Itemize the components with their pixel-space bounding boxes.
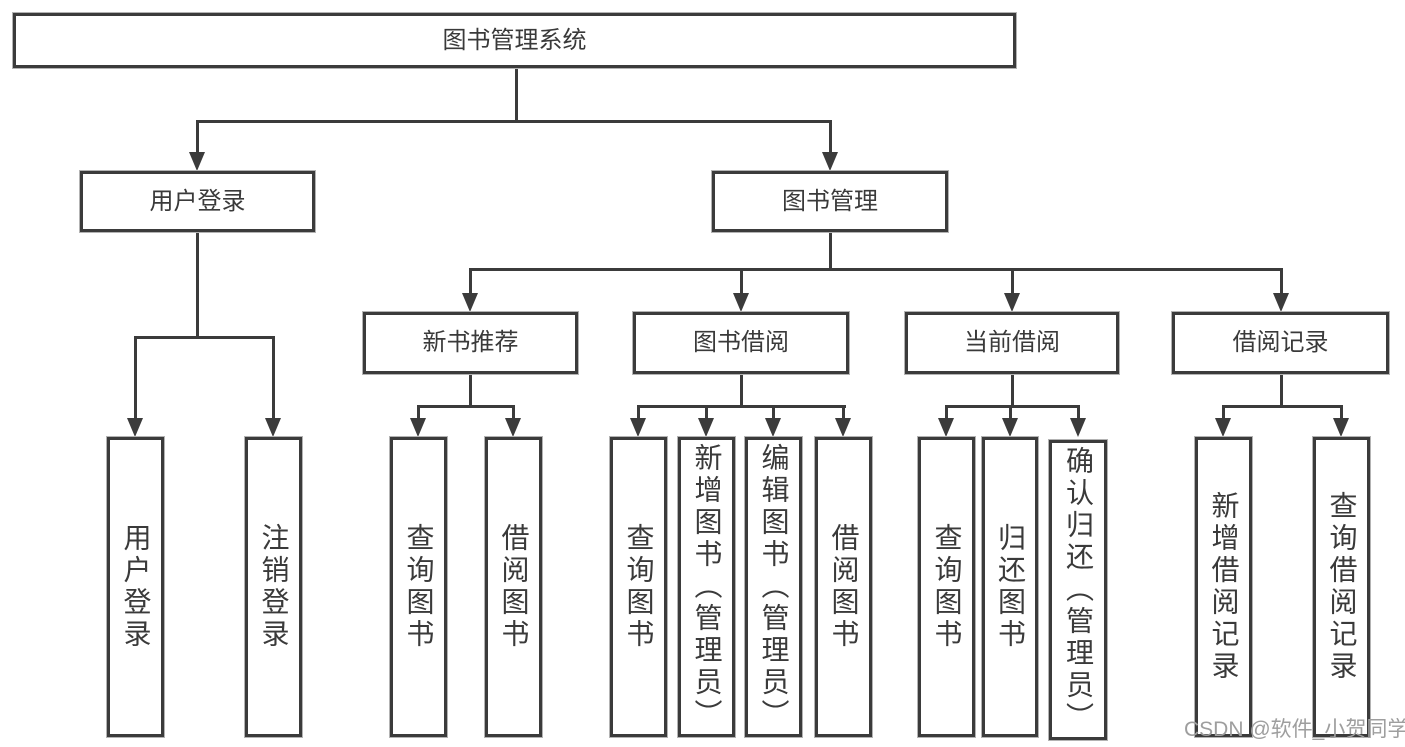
leaf-nb-borrow-book: 借阅图书 (484, 436, 543, 738)
node-current-borrow: 当前借阅 (904, 311, 1120, 375)
arrow-nb-query-icon (410, 418, 426, 437)
connector-nb-stem (469, 374, 472, 408)
node-borrow-records: 借阅记录 (1171, 311, 1390, 375)
connector-drop-br-query (1340, 405, 1343, 421)
connector-drop-nb-borrow (512, 405, 515, 421)
connector-drop-new-book (469, 268, 472, 296)
connector-user-login-stem (196, 232, 199, 336)
connector-br-stem (1280, 374, 1283, 408)
arrow-bb-borrow-icon (835, 418, 851, 437)
arrow-br-add-icon (1215, 418, 1231, 437)
arrow-ul-logout-icon (265, 418, 281, 437)
connector-bb-stem (740, 374, 743, 408)
connector-drop-current-borrow (1011, 268, 1014, 296)
connector-drop-br-add (1222, 405, 1225, 421)
connector-level1-bar (196, 120, 832, 123)
arrow-cb-return-icon (1002, 418, 1018, 437)
connector-drop-bb-edit (772, 405, 775, 421)
arrow-user-login-icon (189, 152, 205, 171)
connector-drop-cb-confirm (1077, 405, 1080, 421)
connector-drop-book-borrow (740, 268, 743, 296)
leaf-bb-add-book-admin: 新增图书（管理员） (677, 436, 736, 738)
connector-drop-book-mgmt (829, 120, 832, 154)
leaf-nb-query-book: 查询图书 (389, 436, 448, 738)
connector-drop-bb-query (637, 405, 640, 421)
node-book-borrow: 图书借阅 (632, 311, 850, 375)
connector-cb-bar (945, 405, 1080, 408)
arrow-new-book-icon (462, 293, 478, 312)
arrow-cb-query-icon (938, 418, 954, 437)
connector-br-bar (1222, 405, 1343, 408)
connector-bb-bar (637, 405, 846, 408)
arrow-nb-borrow-icon (505, 418, 521, 437)
connector-nb-bar (417, 405, 515, 408)
connector-drop-borrow-records (1280, 268, 1283, 296)
connector-drop-cb-query (945, 405, 948, 421)
connector-book-mgmt-stem (829, 232, 832, 268)
leaf-user-login: 用户登录 (106, 436, 165, 738)
node-new-book-recommend: 新书推荐 (362, 311, 579, 375)
arrow-bb-edit-icon (765, 418, 781, 437)
arrow-current-borrow-icon (1004, 293, 1020, 312)
arrow-ul-login-icon (127, 418, 143, 437)
leaf-cb-return-book: 归还图书 (981, 436, 1039, 738)
arrow-bb-query-icon (630, 418, 646, 437)
connector-drop-cb-return (1009, 405, 1012, 421)
arrow-borrow-records-icon (1273, 293, 1289, 312)
node-user-login: 用户登录 (79, 170, 316, 233)
leaf-bb-edit-book-admin: 编辑图书（管理员） (744, 436, 803, 738)
connector-level3-bar (469, 268, 1283, 271)
leaf-br-query-record: 查询借阅记录 (1312, 436, 1371, 738)
connector-drop-bb-add (705, 405, 708, 421)
connector-drop-nb-query (417, 405, 420, 421)
arrow-bb-add-icon (698, 418, 714, 437)
connector-drop-user-login (196, 120, 199, 154)
leaf-bb-borrow-book: 借阅图书 (814, 436, 873, 738)
arrow-book-borrow-icon (733, 293, 749, 312)
node-book-management: 图书管理 (711, 170, 949, 233)
node-book-management-system: 图书管理系统 (12, 12, 1017, 69)
connector-drop-ul-login (134, 336, 137, 419)
leaf-cb-confirm-return-admin: 确认归还（管理员） (1048, 439, 1108, 741)
connector-root-stem (515, 68, 518, 120)
leaf-br-add-record: 新增借阅记录 (1194, 436, 1253, 738)
leaf-bb-query-book: 查询图书 (609, 436, 668, 738)
arrow-cb-confirm-icon (1070, 418, 1086, 437)
csdn-watermark: CSDN @软件_小贺同学 (1184, 718, 1405, 741)
arrow-br-query-icon (1333, 418, 1349, 437)
arrow-book-mgmt-icon (822, 152, 838, 171)
connector-user-login-bar (134, 336, 275, 339)
connector-drop-ul-logout (272, 336, 275, 419)
leaf-logout: 注销登录 (244, 436, 303, 738)
connector-drop-bb-borrow (842, 405, 845, 421)
connector-cb-stem (1011, 374, 1014, 408)
leaf-cb-query-book: 查询图书 (917, 436, 976, 738)
